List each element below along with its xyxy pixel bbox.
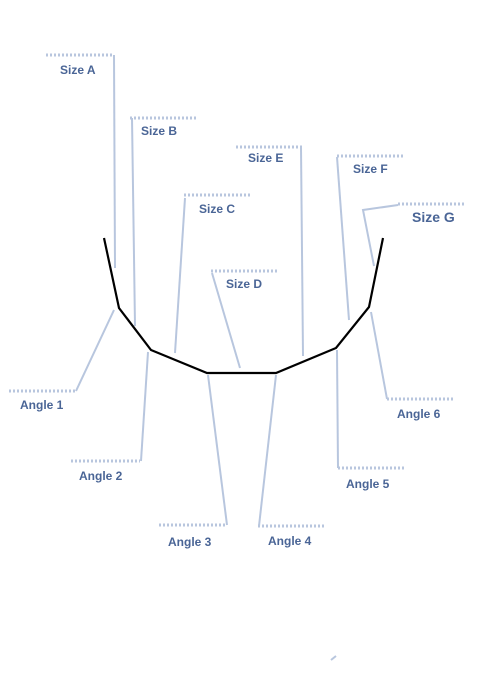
size-a-callout: Size A: [46, 53, 116, 269]
size-a-label: Size A: [60, 63, 96, 77]
angle-3-callout: Angle 3: [159, 374, 228, 549]
section-profile: [102, 237, 385, 375]
size-g-label: Size G: [412, 209, 455, 225]
angle-5-label: Angle 5: [346, 477, 390, 491]
size-d-label: Size D: [226, 277, 262, 291]
size-f-callout: Size F: [336, 154, 404, 321]
size-b-label: Size B: [141, 124, 177, 138]
size-f-label: Size F: [353, 162, 388, 176]
angle-4-label: Angle 4: [268, 534, 312, 548]
angle-2-callout: Angle 2: [71, 351, 149, 483]
size-c-callout: Size C: [174, 193, 251, 354]
size-d-callout: Size D: [211, 269, 278, 369]
angle-3-label: Angle 3: [168, 535, 212, 549]
angle-6-label: Angle 6: [397, 407, 441, 421]
stray-mark: [330, 655, 337, 661]
size-c-label: Size C: [199, 202, 235, 216]
angle-5-callout: Angle 5: [336, 349, 405, 491]
angle-4-callout: Angle 4: [258, 374, 325, 548]
angle-2-label: Angle 2: [79, 469, 123, 483]
size-e-label: Size E: [248, 151, 283, 165]
angle-1-callout: Angle 1: [9, 309, 115, 412]
size-e-callout: Size E: [236, 145, 304, 357]
size-g-callout: Size G: [361, 202, 465, 267]
angle-1-label: Angle 1: [20, 398, 64, 412]
size-b-callout: Size B: [130, 116, 197, 327]
angle-6-callout: Angle 6: [370, 311, 454, 421]
